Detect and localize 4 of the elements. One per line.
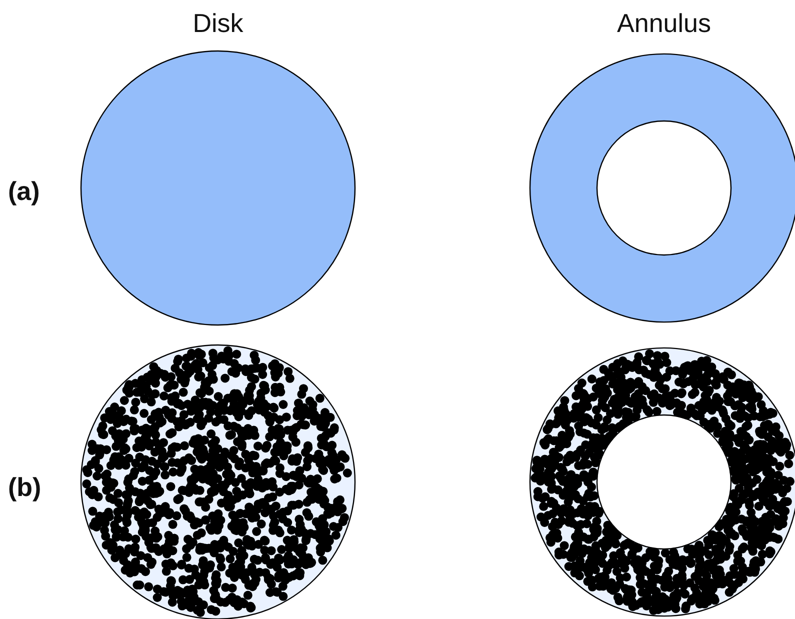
- row-label: (a): [8, 176, 40, 207]
- row-label: (b): [8, 472, 42, 503]
- column-heading: Disk: [192, 8, 244, 39]
- column-heading: Annulus: [617, 8, 711, 39]
